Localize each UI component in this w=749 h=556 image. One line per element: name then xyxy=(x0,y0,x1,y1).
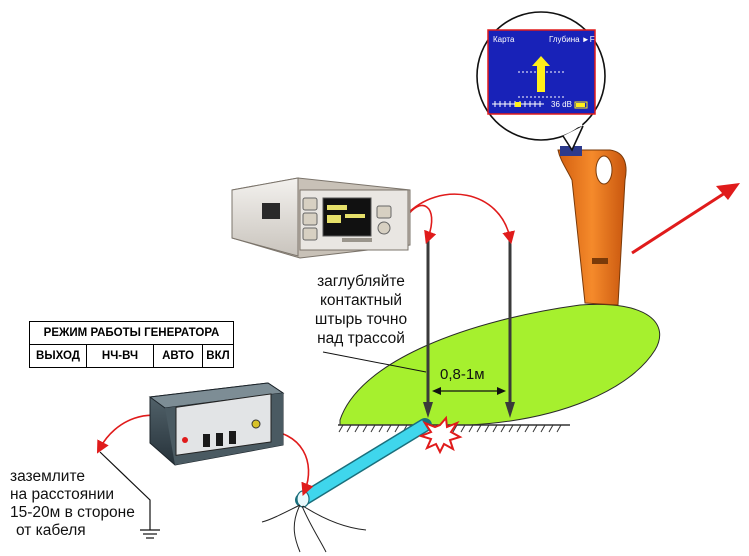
ground-instruction: заземлите на расстоянии 15-20м в стороне… xyxy=(10,468,160,540)
mode-cell-auto: АВТО xyxy=(153,344,203,368)
signal-burst-icon xyxy=(417,415,463,455)
generator-mode-table: РЕЖИМ РАБОТЫ ГЕНЕРАТОРА ВЫХОД НЧ-ВЧ АВТО… xyxy=(29,321,234,368)
mode-table-header: РЕЖИМ РАБОТЫ ГЕНЕРАТОРА xyxy=(29,321,234,345)
generator-device-bottom xyxy=(148,382,285,466)
ground-instruction-line: на расстоянии xyxy=(10,486,115,503)
cable xyxy=(261,418,432,553)
stake-instruction-line: контактный xyxy=(319,292,403,309)
stake-instruction-line: заглубляйте xyxy=(317,273,405,290)
stake-instruction-line: штырь точно xyxy=(314,311,408,328)
ground-instruction-line: 15-20м в стороне xyxy=(10,504,135,521)
ground-wire xyxy=(99,451,160,539)
receiver-device xyxy=(557,146,627,306)
screen-gain: 36 dB xyxy=(551,100,572,109)
mode-cell-on: ВКЛ xyxy=(202,344,234,368)
stake-right xyxy=(505,240,515,418)
direction-arrow-icon xyxy=(631,183,740,255)
stake-instruction: заглубляйте контактный штырь точно над т… xyxy=(312,272,410,348)
mode-cell-frequency: НЧ-ВЧ xyxy=(86,344,154,368)
wires-top xyxy=(405,193,515,245)
screen-arrow-icon xyxy=(532,56,550,92)
mode-cell-output: ВЫХОД xyxy=(29,344,87,368)
screen-callout xyxy=(476,11,606,152)
screen-mode-left: Карта xyxy=(493,35,515,44)
stake-left xyxy=(423,240,433,418)
ground-instruction-line: от кабеля xyxy=(16,522,86,539)
screen-mode-right: Глубина ►F xyxy=(549,35,595,44)
distance-dimension xyxy=(432,387,506,395)
distance-label: 0,8-1м xyxy=(440,366,485,383)
ground-instruction-line: заземлите xyxy=(10,468,86,485)
note-leader-line xyxy=(322,351,427,373)
generator-device-top xyxy=(231,177,411,259)
stake-instruction-line: над трассой xyxy=(317,330,405,347)
